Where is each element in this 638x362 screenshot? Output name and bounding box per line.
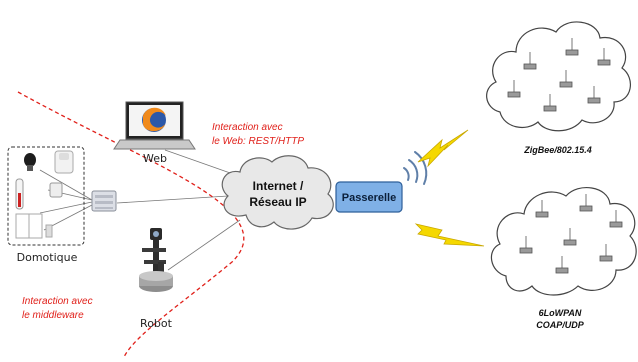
smoke-detector-icon <box>49 182 63 198</box>
door-sensor-icon <box>15 213 53 239</box>
zigbee-network-cloud <box>486 21 631 132</box>
web-interaction-line1: Interaction avec <box>212 122 283 133</box>
robot-label: Robot <box>140 317 173 330</box>
internet-label-line1: Internet / <box>253 179 304 193</box>
domotique-device-group: Domotique <box>7 146 117 264</box>
internet-label-line2: Réseau IP <box>249 195 306 209</box>
line-box-sensor-3 <box>39 201 93 214</box>
sensor-node-icon <box>507 38 611 112</box>
sensor-network-cloud-6lowpan <box>490 187 637 296</box>
motion-sensor-icon <box>54 150 74 174</box>
home-automation-box-icon <box>91 190 117 212</box>
lightning-bolt-6lowpan <box>414 223 485 247</box>
laptop-icon <box>113 101 196 150</box>
line-domotique-internet <box>116 195 229 204</box>
line-box-sensor-1 <box>39 169 93 201</box>
firefox-logo-icon <box>142 107 166 132</box>
middleware-interaction-line2: le middleware <box>22 310 84 321</box>
robot-icon <box>139 228 173 292</box>
wifi-signal-icon <box>403 151 428 185</box>
domotique-label: Domotique <box>17 251 78 264</box>
web-label: Web <box>143 152 167 165</box>
sensor-network-cloud-icon <box>486 21 631 132</box>
zigbee-caption: ZigBee/802.15.4 <box>523 145 592 155</box>
thermometer-icon <box>15 178 24 210</box>
lowpan-caption-line1: 6LoWPAN <box>539 308 582 318</box>
sensor-node-icon <box>519 194 623 274</box>
lightning-bolt-icon <box>414 129 485 247</box>
cloud-icon <box>221 155 334 230</box>
lowpan-caption-line2: COAP/UDP <box>536 320 585 330</box>
web-interaction-line2: le Web: REST/HTTP <box>212 136 304 147</box>
line-robot-internet <box>167 219 241 271</box>
lightning-bolt-zigbee <box>417 129 469 168</box>
middleware-interaction-line1: Interaction avec <box>22 296 93 307</box>
gateway-box <box>335 181 403 213</box>
light-bulb-icon <box>24 153 36 171</box>
gateway-label: Passerelle <box>342 192 396 204</box>
